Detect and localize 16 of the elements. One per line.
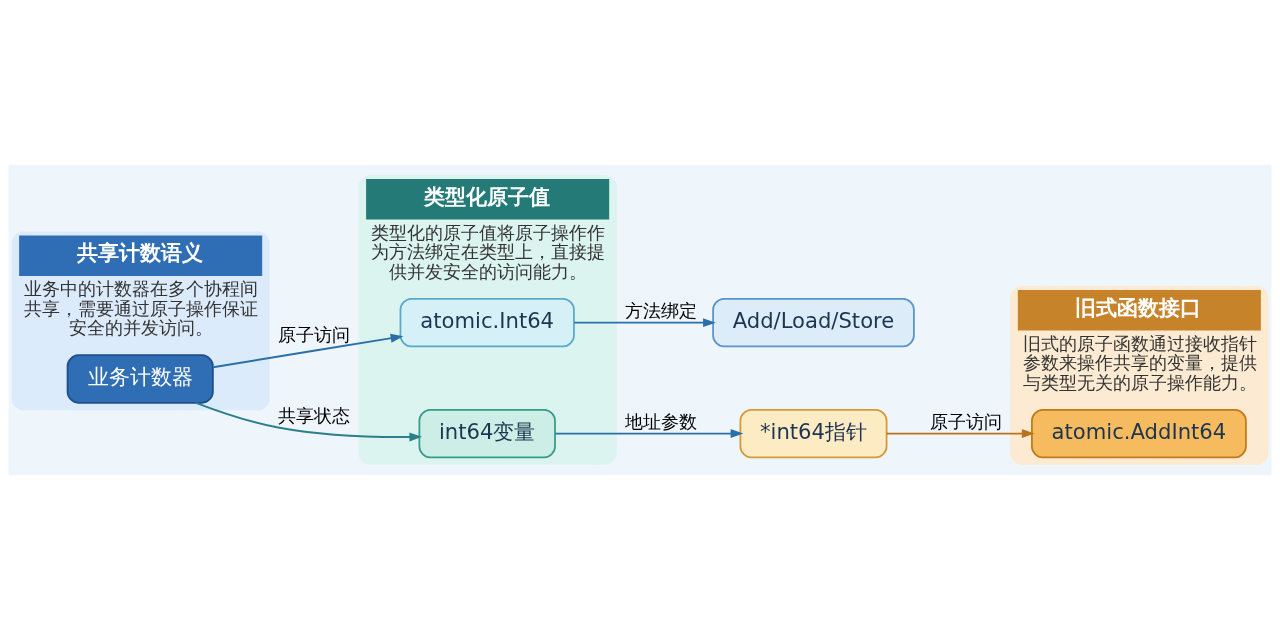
edge-label: 方法绑定	[625, 301, 698, 322]
node-box: *int64指针	[739, 408, 888, 459]
node-box: 业务计数器	[66, 354, 214, 404]
edge-label: 地址参数	[625, 412, 698, 433]
node-box: int64变量	[418, 408, 556, 459]
arrow	[212, 333, 404, 369]
arrow	[195, 401, 423, 442]
edge-label: 原子访问	[929, 412, 1002, 433]
arrow	[554, 429, 744, 439]
edge-label: 原子访问	[278, 325, 351, 346]
arrow	[885, 429, 1035, 439]
node-box: Add/Load/Store	[712, 298, 915, 348]
node-box: atomic.AddInt64	[1031, 408, 1247, 459]
node-box: atomic.Int64	[399, 298, 575, 348]
edge-label: 共享状态	[278, 406, 351, 427]
arrow	[573, 318, 716, 328]
